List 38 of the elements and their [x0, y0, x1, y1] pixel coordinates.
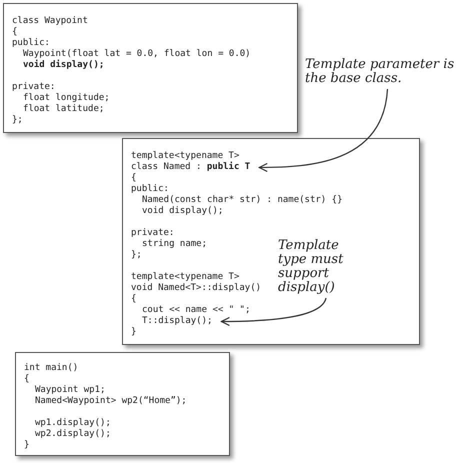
code-line: cout << name << " "; [142, 305, 250, 316]
code-line: { [131, 173, 136, 184]
callout-note: Template parameter is the base class. [305, 58, 470, 86]
code-line: public: [131, 184, 169, 195]
code-line: Waypoint wp1; [35, 385, 106, 396]
code-line: template<typename T> [131, 272, 240, 283]
code-line: private: [131, 228, 174, 239]
code-line: private: [12, 82, 56, 93]
callout-note: Template type must support display() [278, 239, 358, 295]
code-line: int main() [24, 363, 78, 374]
code-line: void display(); [23, 60, 104, 71]
code-line: class Named : public T [131, 162, 250, 173]
code-line: class Waypoint [12, 16, 88, 27]
code-line: { [131, 294, 136, 305]
code-line: Named<Waypoint> wp2(“Home”); [35, 396, 187, 407]
code-panel [15, 352, 230, 456]
code-line: { [12, 27, 18, 38]
code-panel [3, 3, 298, 133]
code-line: template<typename T> [131, 151, 240, 162]
code-line: }; [131, 250, 142, 261]
code-line: } [131, 327, 136, 338]
code-line: public: [12, 38, 50, 49]
code-line: T::display(); [142, 316, 212, 327]
code-line: Named(const char* str) : name(str) {} [142, 195, 342, 206]
code-line: wp1.display(); [35, 418, 111, 429]
leader-arrow [220, 298, 327, 326]
code-line: void display(); [142, 206, 224, 217]
leader-arrow [258, 88, 388, 172]
code-line: string name; [142, 239, 208, 250]
code-line: float longitude; [23, 93, 110, 104]
code-line: wp2.display(); [35, 429, 111, 440]
code-line: }; [12, 115, 23, 126]
code-line: { [24, 374, 30, 385]
code-line: void Named<T>::display() [131, 283, 262, 294]
code-panel [122, 138, 420, 345]
code-line: } [24, 440, 30, 451]
code-line: float latitude; [23, 104, 104, 115]
code-line: Waypoint(float lat = 0.0, float lon = 0.0) [23, 49, 251, 60]
